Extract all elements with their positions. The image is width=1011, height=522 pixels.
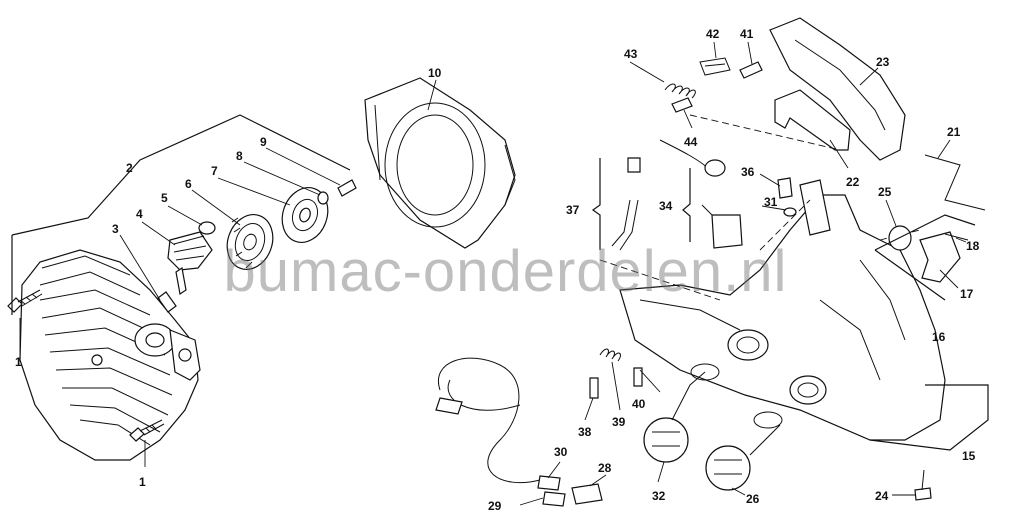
starter-handle xyxy=(167,231,213,296)
leader-lines xyxy=(19,41,967,506)
callout-6: 6 xyxy=(185,177,192,191)
callout-16: 16 xyxy=(932,330,946,344)
screw-40 xyxy=(633,367,643,387)
crankcase-housing xyxy=(619,179,946,441)
callout-7: 7 xyxy=(211,164,218,178)
spring-pin xyxy=(157,291,177,313)
ignition-cable xyxy=(435,357,566,507)
switch-28 xyxy=(571,483,603,505)
callout-5: 5 xyxy=(161,191,168,205)
brace-37 xyxy=(591,158,601,250)
callout-40: 40 xyxy=(632,397,646,411)
bracket-15 xyxy=(869,384,989,451)
callout-42: 42 xyxy=(706,27,720,41)
screw-24-shaft xyxy=(921,469,925,491)
tank-cap-26 xyxy=(705,411,783,491)
callout-25: 25 xyxy=(878,185,892,199)
spring-39 xyxy=(599,348,621,362)
washer xyxy=(317,191,329,205)
callout-1b: 1 xyxy=(139,475,146,489)
starter-pulley xyxy=(226,214,274,270)
callout-15: 15 xyxy=(962,449,976,463)
callout-23: 23 xyxy=(876,55,890,69)
callout-18: 18 xyxy=(966,239,980,253)
callout-28: 28 xyxy=(598,461,612,475)
callout-21: 21 xyxy=(947,125,961,139)
callout-31: 31 xyxy=(764,195,778,209)
callout-24: 24 xyxy=(875,489,889,503)
callout-41: 41 xyxy=(740,27,754,41)
top-handle xyxy=(769,17,906,161)
screw-38 xyxy=(589,377,599,399)
clip-42 xyxy=(699,57,731,76)
screw-41 xyxy=(739,61,763,79)
callout-9: 9 xyxy=(260,135,267,149)
callout-8: 8 xyxy=(236,149,243,163)
callout-36: 36 xyxy=(741,165,755,179)
callout-2: 2 xyxy=(126,161,133,175)
screw-9 xyxy=(337,179,357,197)
bolt-36 xyxy=(777,177,793,199)
pin-18 xyxy=(944,233,969,241)
trigger-17 xyxy=(919,231,961,283)
callout-26: 26 xyxy=(746,492,760,506)
callout-29: 29 xyxy=(488,499,502,513)
rope-guide xyxy=(198,221,216,235)
fuel-line-assembly xyxy=(659,139,743,249)
callout-labels: 1 1 2 3 4 5 6 7 8 9 10 15 16 17 18 21 22… xyxy=(15,27,980,513)
bracket-16 xyxy=(874,214,976,301)
tank-cap-32 xyxy=(643,363,720,463)
spring-43 xyxy=(664,83,696,99)
callout-44: 44 xyxy=(684,135,698,149)
callout-4: 4 xyxy=(136,207,143,221)
callout-30: 30 xyxy=(554,445,568,459)
callout-43: 43 xyxy=(624,47,638,61)
screw-24 xyxy=(914,487,932,501)
callout-22: 22 xyxy=(846,175,860,189)
callout-34: 34 xyxy=(659,199,673,213)
washer-31 xyxy=(783,207,797,217)
fan-cover xyxy=(364,77,516,249)
callout-32: 32 xyxy=(652,489,666,503)
callout-37: 37 xyxy=(566,203,580,217)
screw-1-bottom xyxy=(129,419,165,442)
callout-39: 39 xyxy=(612,415,626,429)
callout-3: 3 xyxy=(112,222,119,236)
handle-bracket xyxy=(774,89,851,151)
starter-cover xyxy=(19,249,201,461)
starter-wheel xyxy=(281,187,329,243)
screw-44 xyxy=(671,97,693,113)
throttle-rod xyxy=(924,154,986,211)
callout-10: 10 xyxy=(428,66,442,80)
hose-37 xyxy=(611,157,641,251)
callout-17: 17 xyxy=(960,287,974,301)
brace-34 xyxy=(682,168,691,242)
callout-38: 38 xyxy=(578,425,592,439)
callout-1a: 1 xyxy=(15,355,22,369)
bracket-2 xyxy=(11,114,351,315)
